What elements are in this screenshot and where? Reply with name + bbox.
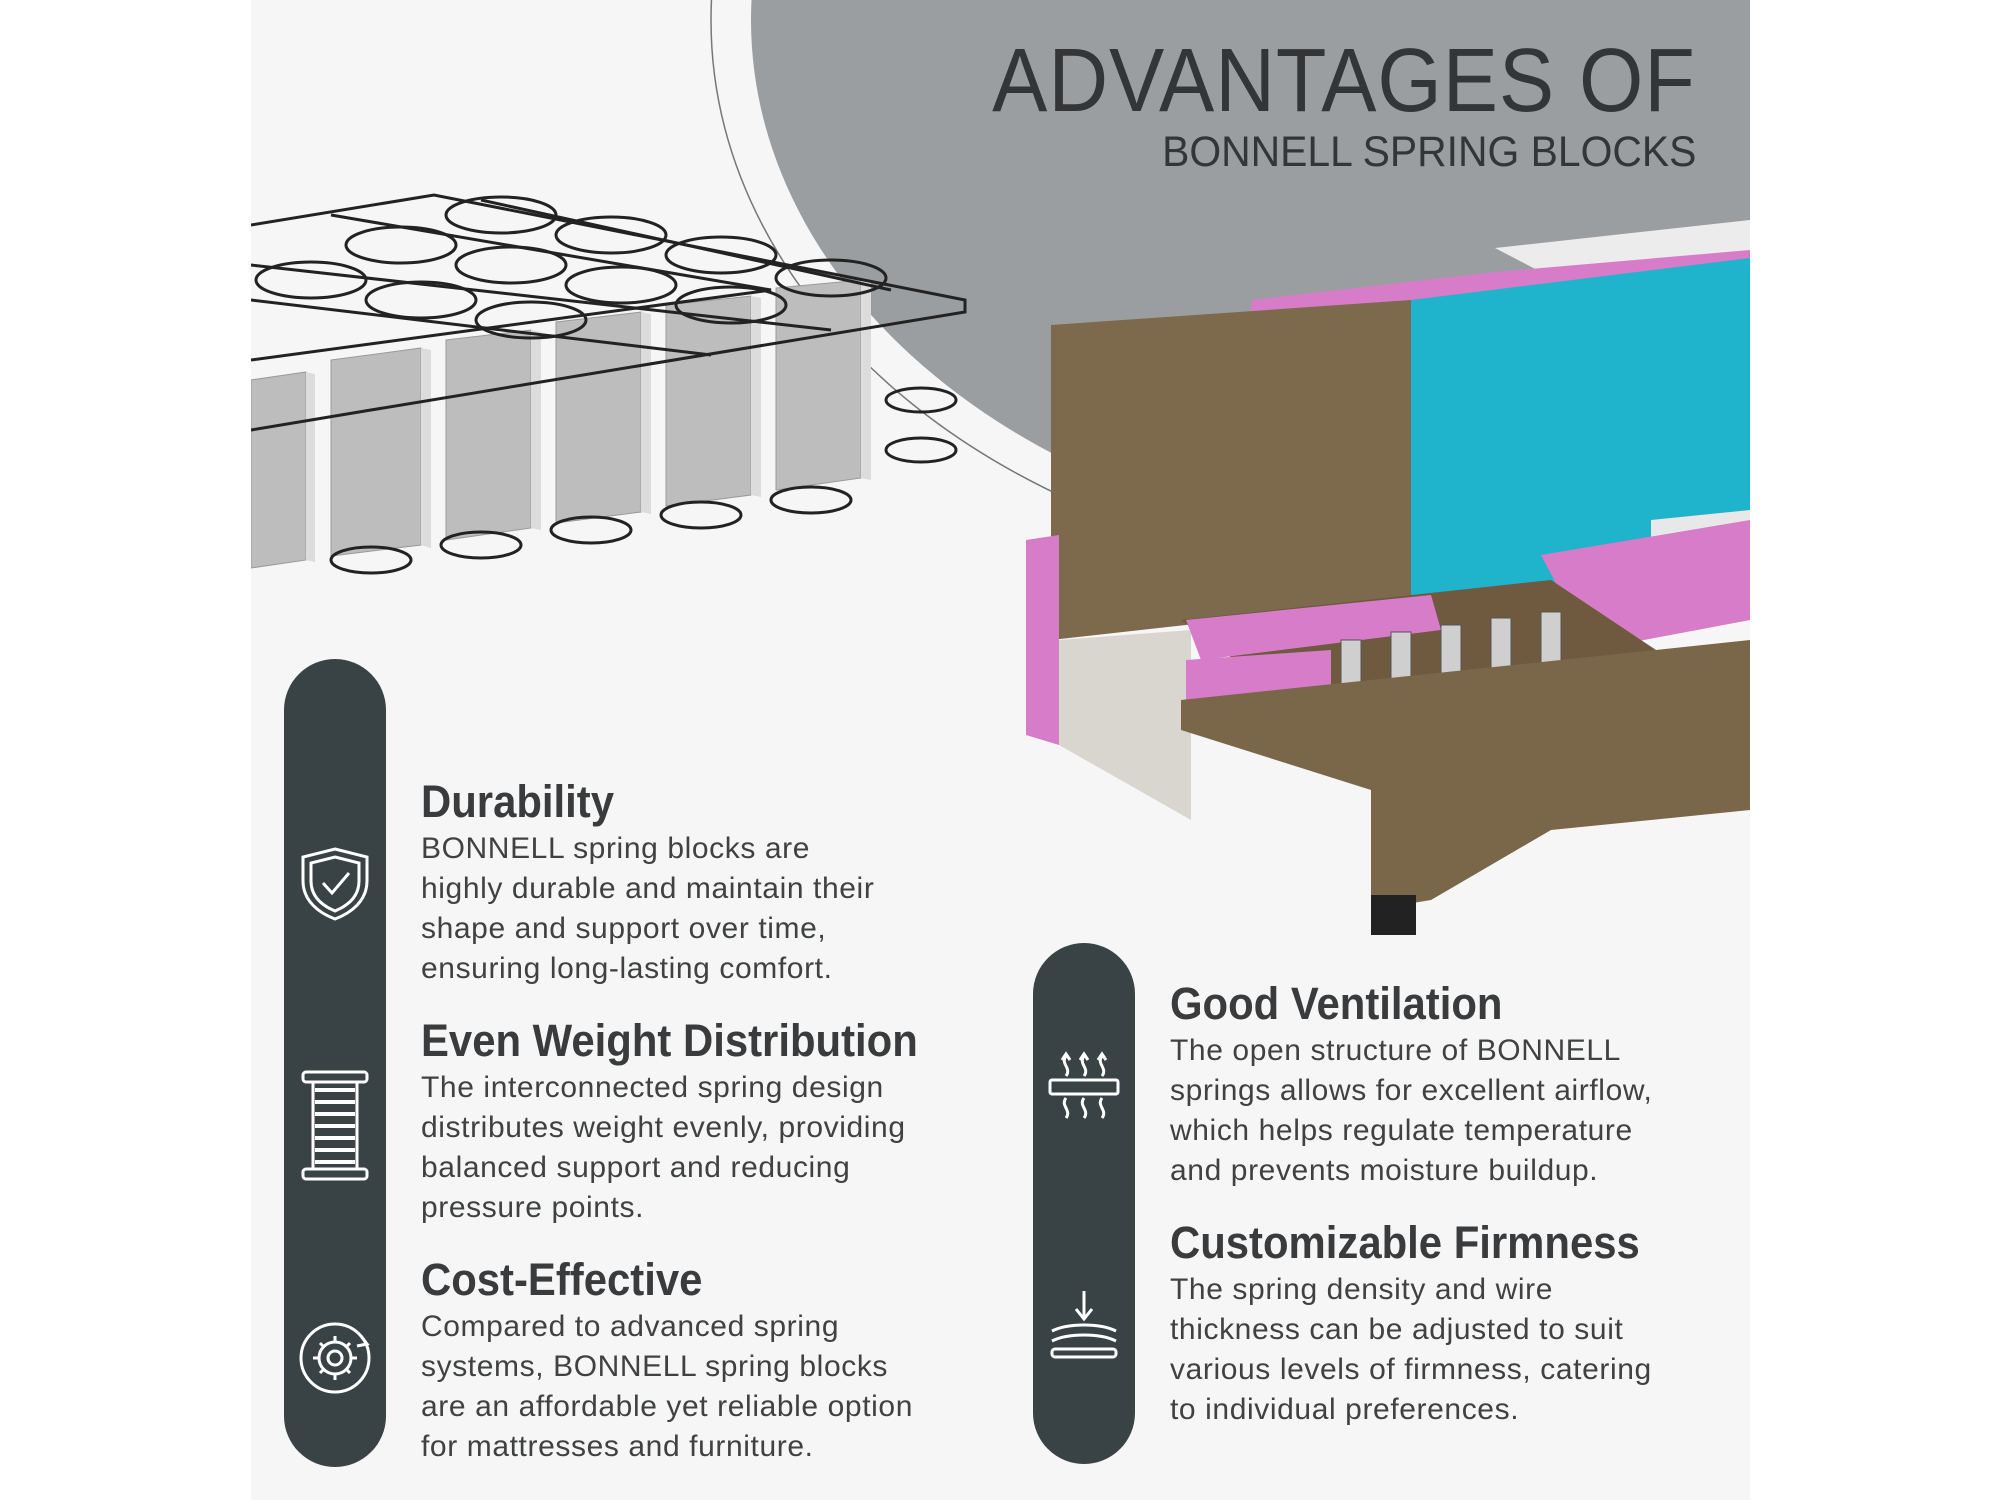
shield-check-icon [301,847,369,921]
feature-body: The spring density and wire thickness ca… [1170,1273,1652,1426]
firmness-layers-icon [1050,1291,1118,1359]
feature-cost-effective: Cost-Effective Compared to advanced spri… [421,1253,913,1467]
feature-body: The interconnected spring design distrib… [421,1071,906,1224]
feature-customizable-firmness: Customizable Firmness The spring density… [1170,1216,1675,1430]
feature-body: The open structure of BONNELL springs al… [1170,1034,1653,1187]
feature-title: Cost-Effective [421,1254,703,1305]
right-icon-bar [1033,943,1135,1464]
feature-body: BONNELL spring blocks are highly durable… [421,832,875,985]
background-art [251,0,1750,935]
gear-cycle-icon [299,1322,371,1394]
infographic: ADVANTAGES OF BONNELL SPRING BLOCKS Dura… [251,0,1750,1500]
page-title: ADVANTAGES OF [992,31,1696,131]
feature-title: Even Weight Distribution [421,1015,918,1066]
left-icon-bar [284,659,386,1467]
ventilation-icon [1048,1051,1120,1119]
page-subtitle: BONNELL SPRING BLOCKS [1161,128,1696,176]
feature-title: Customizable Firmness [1170,1217,1640,1268]
feature-title: Durability [421,776,615,827]
bed-cross-section-illustration [1026,220,1750,935]
feature-body: Compared to advanced spring systems, BON… [421,1310,913,1463]
spring-block-illustration [251,193,967,575]
feature-durability: Durability BONNELL spring blocks are hig… [421,775,874,989]
spring-coil-icon [301,1070,369,1181]
feature-title: Good Ventilation [1170,978,1503,1029]
feature-even-weight-distribution: Even Weight Distribution The interconnec… [421,1014,955,1228]
feature-good-ventilation: Good Ventilation The open structure of B… [1170,977,1652,1191]
